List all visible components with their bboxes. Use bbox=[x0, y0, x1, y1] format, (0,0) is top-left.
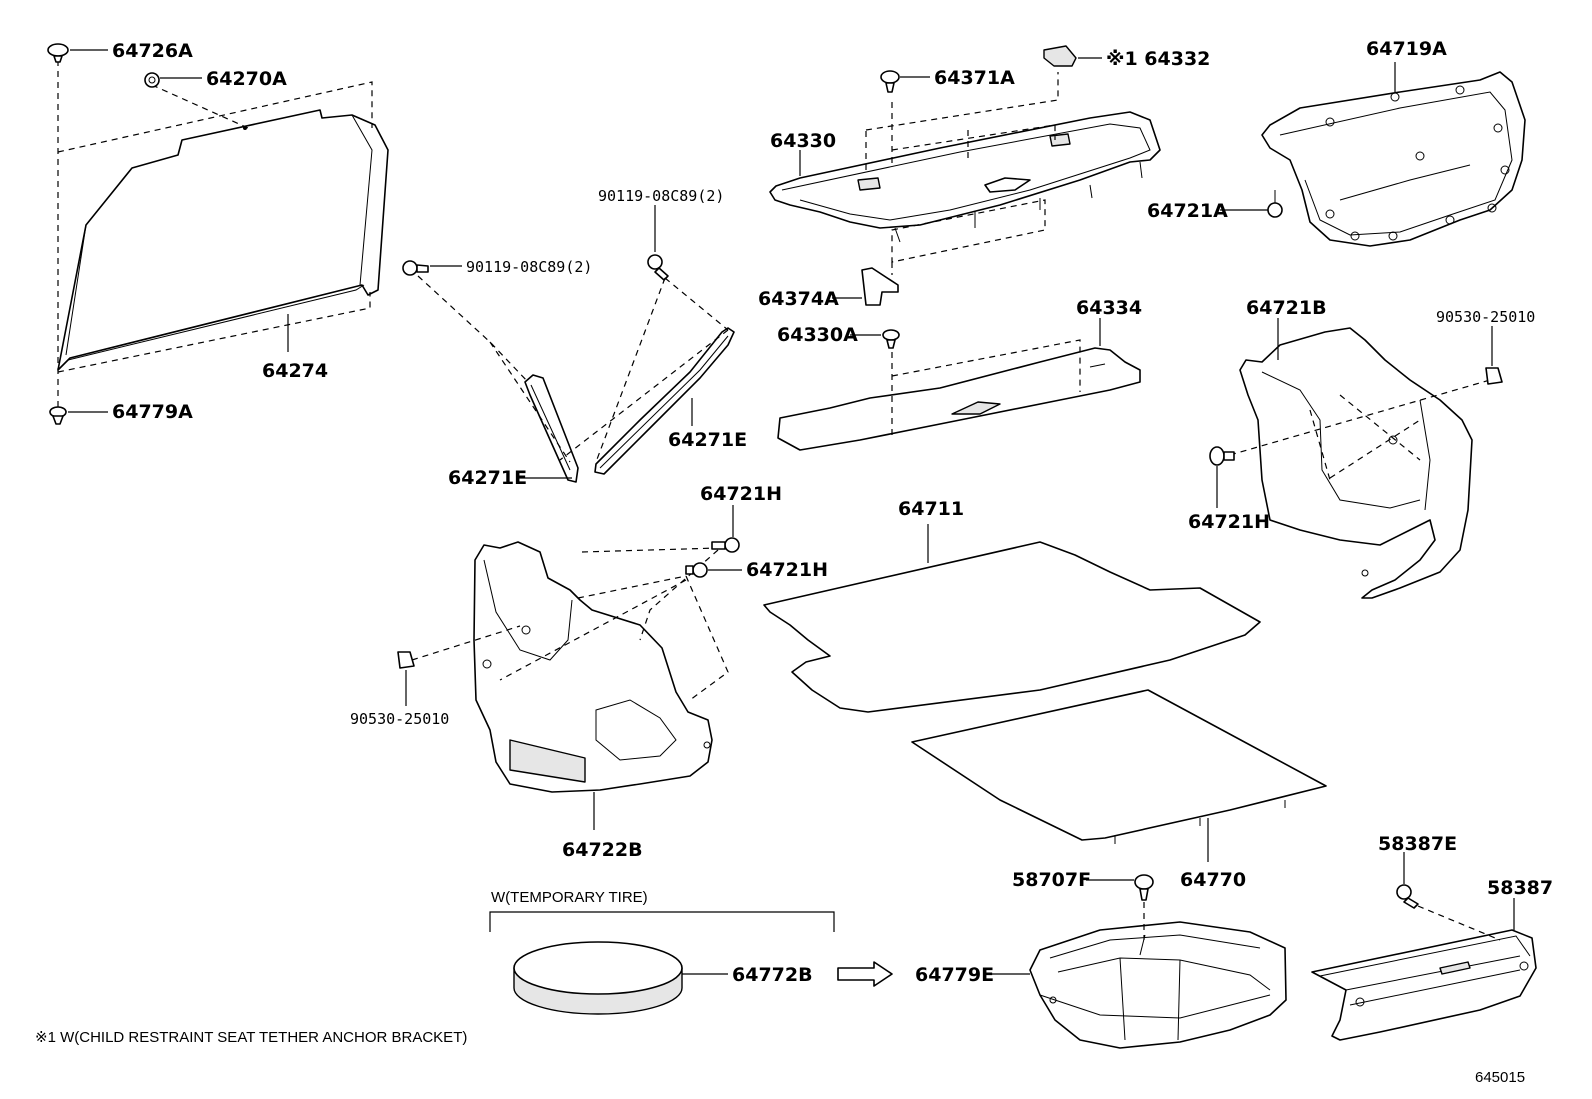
label-64711: 64711 bbox=[898, 498, 964, 520]
temporary-tire-bracket bbox=[489, 911, 835, 932]
clip-64721A[interactable] bbox=[1267, 190, 1283, 218]
label-64274: 64274 bbox=[262, 360, 328, 382]
label-64721H-right: 64721H bbox=[1188, 511, 1270, 533]
label-90119-left: 90119-08C89(2) bbox=[466, 258, 592, 276]
label-90530-left: 90530-25010 bbox=[350, 710, 449, 728]
label-64270A: 64270A bbox=[206, 68, 287, 90]
label-64330: 64330 bbox=[770, 130, 836, 152]
label-64271E-right: 64271E bbox=[668, 429, 747, 451]
label-58387E: 58387E bbox=[1378, 833, 1457, 855]
label-64719A: 64719A bbox=[1366, 38, 1447, 60]
clip-64721H-mid[interactable] bbox=[685, 562, 708, 578]
label-64721B: 64721B bbox=[1246, 297, 1327, 319]
arrow-to-64779E bbox=[837, 961, 893, 987]
label-64722B: 64722B bbox=[562, 839, 643, 861]
part-64772B-cover[interactable] bbox=[513, 941, 683, 1015]
cover-64332[interactable] bbox=[1043, 45, 1077, 67]
bolt-90119-left[interactable] bbox=[402, 260, 429, 276]
label-64271E-left: 64271E bbox=[448, 467, 527, 489]
label-64371A: 64371A bbox=[934, 67, 1015, 89]
label-64779E: 64779E bbox=[915, 964, 994, 986]
part-64770-deck-board[interactable] bbox=[911, 689, 1327, 844]
label-64721A: 64721A bbox=[1147, 200, 1228, 222]
bolt-90119-right[interactable] bbox=[647, 254, 669, 281]
label-64770: 64770 bbox=[1180, 869, 1246, 891]
part-64334-panel[interactable] bbox=[777, 347, 1141, 451]
footnote: ※1 W(CHILD RESTRAINT SEAT TETHER ANCHOR … bbox=[35, 1029, 467, 1046]
part-64330-package-tray[interactable] bbox=[769, 111, 1161, 243]
label-64721H-top: 64721H bbox=[700, 483, 782, 505]
clip-90530-left[interactable] bbox=[397, 651, 415, 669]
clip-64779A[interactable] bbox=[49, 406, 67, 425]
part-64721B-side-trim[interactable] bbox=[1239, 327, 1473, 599]
part-64271E-right-strap[interactable] bbox=[594, 327, 735, 475]
part-64711-trunk-mat[interactable] bbox=[763, 541, 1261, 713]
clip-64270A[interactable] bbox=[144, 72, 160, 88]
clip-58707F[interactable] bbox=[1134, 874, 1154, 901]
bracket-64374A[interactable] bbox=[861, 267, 899, 306]
label-64332: ※1 64332 bbox=[1106, 48, 1210, 70]
label-58387: 58387 bbox=[1487, 877, 1553, 899]
label-64779A: 64779A bbox=[112, 401, 193, 423]
part-64274-trim-panel[interactable] bbox=[57, 109, 389, 371]
label-64374A: 64374A bbox=[758, 288, 839, 310]
bracket-note: W(TEMPORARY TIRE) bbox=[491, 889, 648, 906]
label-90530-right: 90530-25010 bbox=[1436, 308, 1535, 326]
label-64721H-mid: 64721H bbox=[746, 559, 828, 581]
clip-64371A[interactable] bbox=[880, 70, 900, 93]
clip-90530-right[interactable] bbox=[1485, 367, 1503, 385]
drawing-number: 645015 bbox=[1475, 1069, 1525, 1086]
label-64334: 64334 bbox=[1076, 297, 1142, 319]
label-58707F: 58707F bbox=[1012, 869, 1091, 891]
clip-64721H-right[interactable] bbox=[1209, 446, 1235, 466]
part-64271E-left-strap[interactable] bbox=[524, 374, 579, 483]
label-64772B: 64772B bbox=[732, 964, 813, 986]
clip-64726A[interactable] bbox=[47, 43, 69, 63]
part-64719A-trunk-lid-trim[interactable] bbox=[1261, 71, 1526, 247]
label-64330A: 64330A bbox=[777, 324, 858, 346]
part-64779E-tool-tray[interactable] bbox=[1029, 921, 1287, 1049]
clip-64721H-top[interactable] bbox=[711, 537, 740, 553]
label-90119-right: 90119-08C89(2) bbox=[598, 187, 724, 205]
clip-58387E[interactable] bbox=[1396, 884, 1419, 909]
clip-64330A[interactable] bbox=[882, 329, 900, 349]
label-64726A: 64726A bbox=[112, 40, 193, 62]
part-58387-sill-plate[interactable] bbox=[1311, 929, 1537, 1041]
part-64722B-side-trim[interactable] bbox=[473, 541, 713, 793]
